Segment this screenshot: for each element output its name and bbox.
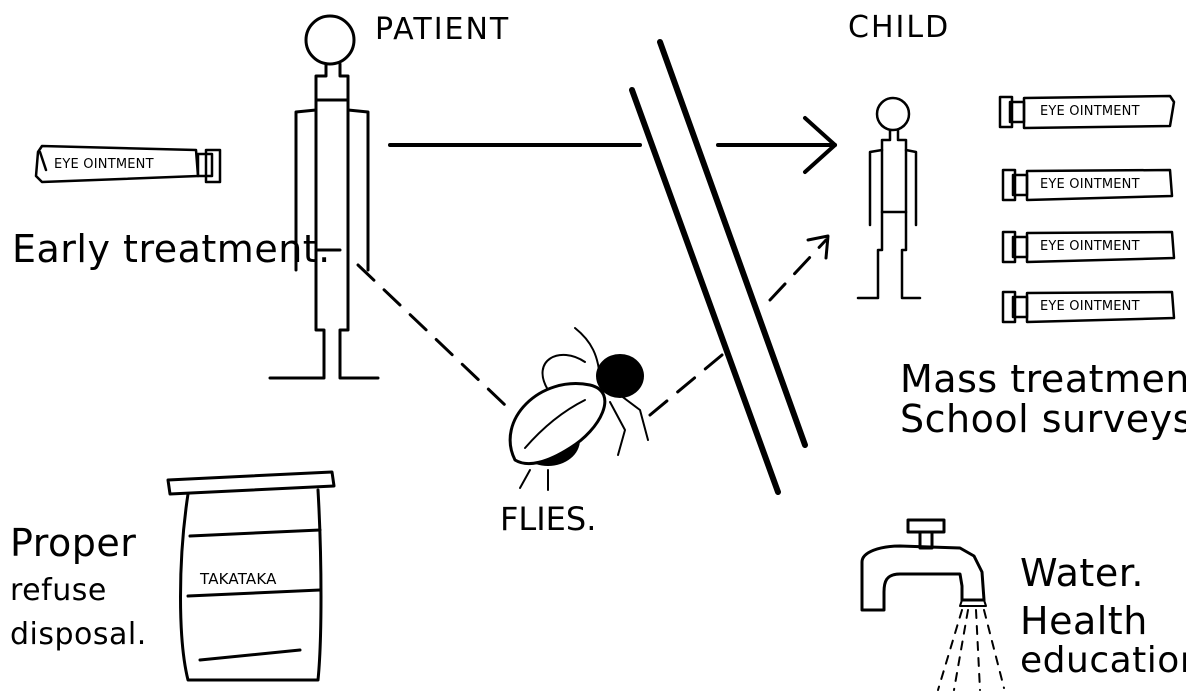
school-surveys-label: School surveys. bbox=[900, 396, 1186, 442]
barrier-lines bbox=[632, 42, 805, 492]
proper-label: Proper bbox=[10, 520, 136, 566]
early-treatment-label: Early treatment. bbox=[12, 226, 331, 272]
ointment-right-4-text: EYE OINTMENT bbox=[1040, 299, 1140, 314]
water-tap-icon bbox=[862, 520, 986, 610]
ointment-right-1-text: EYE OINTMENT bbox=[1040, 104, 1140, 119]
water-label: Water. bbox=[1020, 550, 1144, 596]
child-label: CHILD bbox=[848, 10, 950, 45]
disposal-label: disposal. bbox=[10, 612, 147, 658]
ointment-left-text: EYE OINTMENT bbox=[54, 157, 154, 172]
education-label: education bbox=[1020, 638, 1186, 684]
direct-transmission-arrow bbox=[390, 118, 835, 172]
water-stream bbox=[938, 610, 1004, 690]
patient-figure bbox=[270, 16, 378, 378]
flies-label: FLIES. bbox=[500, 500, 596, 538]
ointment-right-3-text: EYE OINTMENT bbox=[1040, 239, 1140, 254]
bin-label: TAKATAKA bbox=[200, 570, 277, 588]
patient-label: PATIENT bbox=[375, 12, 510, 47]
refuse-label: refuse bbox=[10, 568, 107, 614]
ointment-right-2-text: EYE OINTMENT bbox=[1040, 177, 1140, 192]
child-figure bbox=[858, 98, 920, 298]
fly-icon bbox=[510, 328, 648, 490]
